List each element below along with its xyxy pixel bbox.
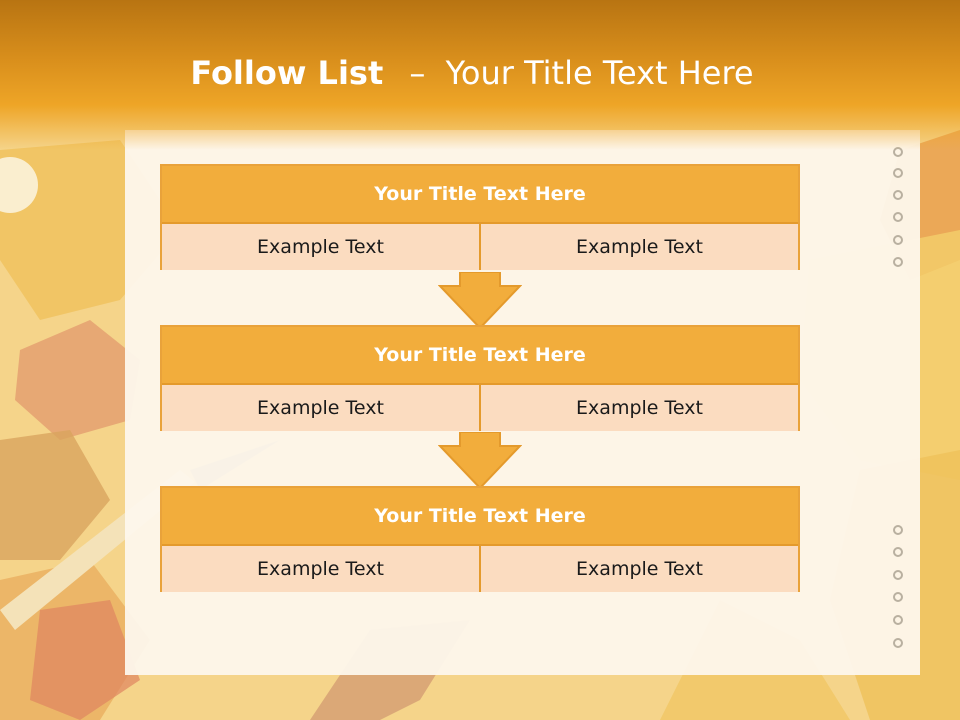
- box-2-row: Example Text Example Text: [162, 385, 798, 431]
- slide-title-bold: Follow List: [190, 54, 384, 92]
- leaf-left-brown: [0, 430, 110, 560]
- down-arrow-1: [438, 272, 522, 330]
- decor-circle: [0, 157, 38, 213]
- notebook-spiral-bottom: [893, 525, 903, 648]
- box-3-title: Your Title Text Here: [162, 488, 798, 546]
- slide-title: Follow List – Your Title Text Here: [0, 54, 944, 92]
- box-2-title: Your Title Text Here: [162, 327, 798, 385]
- title-bar: [0, 0, 960, 150]
- box-2-left-text: Example Text: [162, 385, 479, 431]
- box-1-right-text: Example Text: [479, 224, 798, 270]
- flow-box-2: Your Title Text Here Example Text Exampl…: [160, 325, 800, 431]
- box-3-right-text: Example Text: [479, 546, 798, 592]
- down-arrow-2: [438, 432, 522, 490]
- box-1-left-text: Example Text: [162, 224, 479, 270]
- flow-box-1: Your Title Text Here Example Text Exampl…: [160, 164, 800, 270]
- slide-title-separator: –: [409, 54, 426, 92]
- box-1-row: Example Text Example Text: [162, 224, 798, 270]
- leaf-left-red-low: [30, 600, 140, 720]
- box-3-row: Example Text Example Text: [162, 546, 798, 592]
- flow-box-3: Your Title Text Here Example Text Exampl…: [160, 486, 800, 592]
- box-1-title: Your Title Text Here: [162, 166, 798, 224]
- box-3-left-text: Example Text: [162, 546, 479, 592]
- leaf-left-red: [15, 320, 140, 440]
- box-2-right-text: Example Text: [479, 385, 798, 431]
- slide-title-rest: Your Title Text Here: [445, 54, 754, 92]
